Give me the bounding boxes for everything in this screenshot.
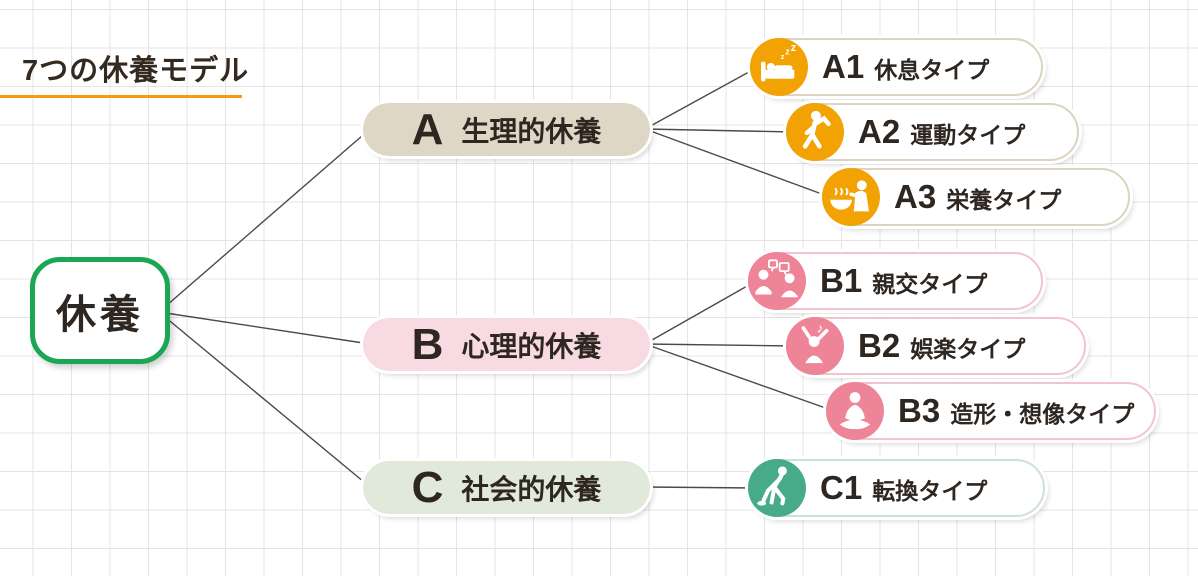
category-letter: A [411,104,444,154]
category-node-b-psychological: B 心理的休養 [363,318,650,371]
root-node-label: 休養 [56,292,144,337]
svg-text:z: z [791,42,796,54]
type-node-a1-rest: z z z A1 休息タイプ [750,38,1043,96]
type-code: A2 [858,112,901,150]
type-code: C1 [820,468,863,506]
eating-meal-icon [822,168,880,226]
svg-text:z: z [785,46,790,56]
type-label: 転換タイプ [872,477,988,504]
root-node-rest: 休養 [30,257,170,364]
meditation-person-icon [826,382,884,440]
type-label: 休息タイプ [874,56,990,83]
type-label: 栄養タイプ [946,186,1062,213]
type-label: 運動タイプ [910,121,1026,148]
type-label: 造形・想像タイプ [950,400,1135,427]
walking-chore-person-icon [748,459,806,517]
sleeping-in-bed-icon: z z z [750,38,808,96]
type-label: 娯楽タイプ [910,335,1026,362]
category-letter: B [411,319,444,369]
type-node-b3-creation-imagination: B3 造形・想像タイプ [826,382,1156,440]
type-code: B1 [820,261,863,299]
type-code: B3 [898,391,941,429]
type-node-c1-change: C1 転換タイプ [748,459,1045,517]
category-label: 生理的休養 [461,115,602,147]
category-letter: C [411,462,444,512]
type-label: 親交タイプ [872,270,988,297]
title-underline [0,95,242,98]
type-code: B2 [858,326,901,364]
type-code: A1 [822,47,865,85]
type-node-a2-exercise: A2 運動タイプ [786,103,1079,161]
type-node-b2-entertainment: ♪ B2 娯楽タイプ [786,317,1086,375]
category-label: 社会的休養 [461,473,602,505]
type-code: A3 [894,177,937,215]
svg-text:z: z [781,52,785,61]
page-title: 7つの休養モデル [22,55,250,87]
type-node-a3-nutrition: A3 栄養タイプ [822,168,1130,226]
music-entertainment-icon: ♪ [786,317,844,375]
svg-text:♪: ♪ [817,321,824,336]
category-node-a-physiological: A 生理的休養 [363,103,650,156]
conversation-people-icon [748,252,806,310]
exercising-person-icon [786,103,844,161]
category-node-c-social: C 社会的休養 [363,461,650,514]
category-label: 心理的休養 [461,330,602,362]
type-node-b1-friendship: B1 親交タイプ [748,252,1043,310]
